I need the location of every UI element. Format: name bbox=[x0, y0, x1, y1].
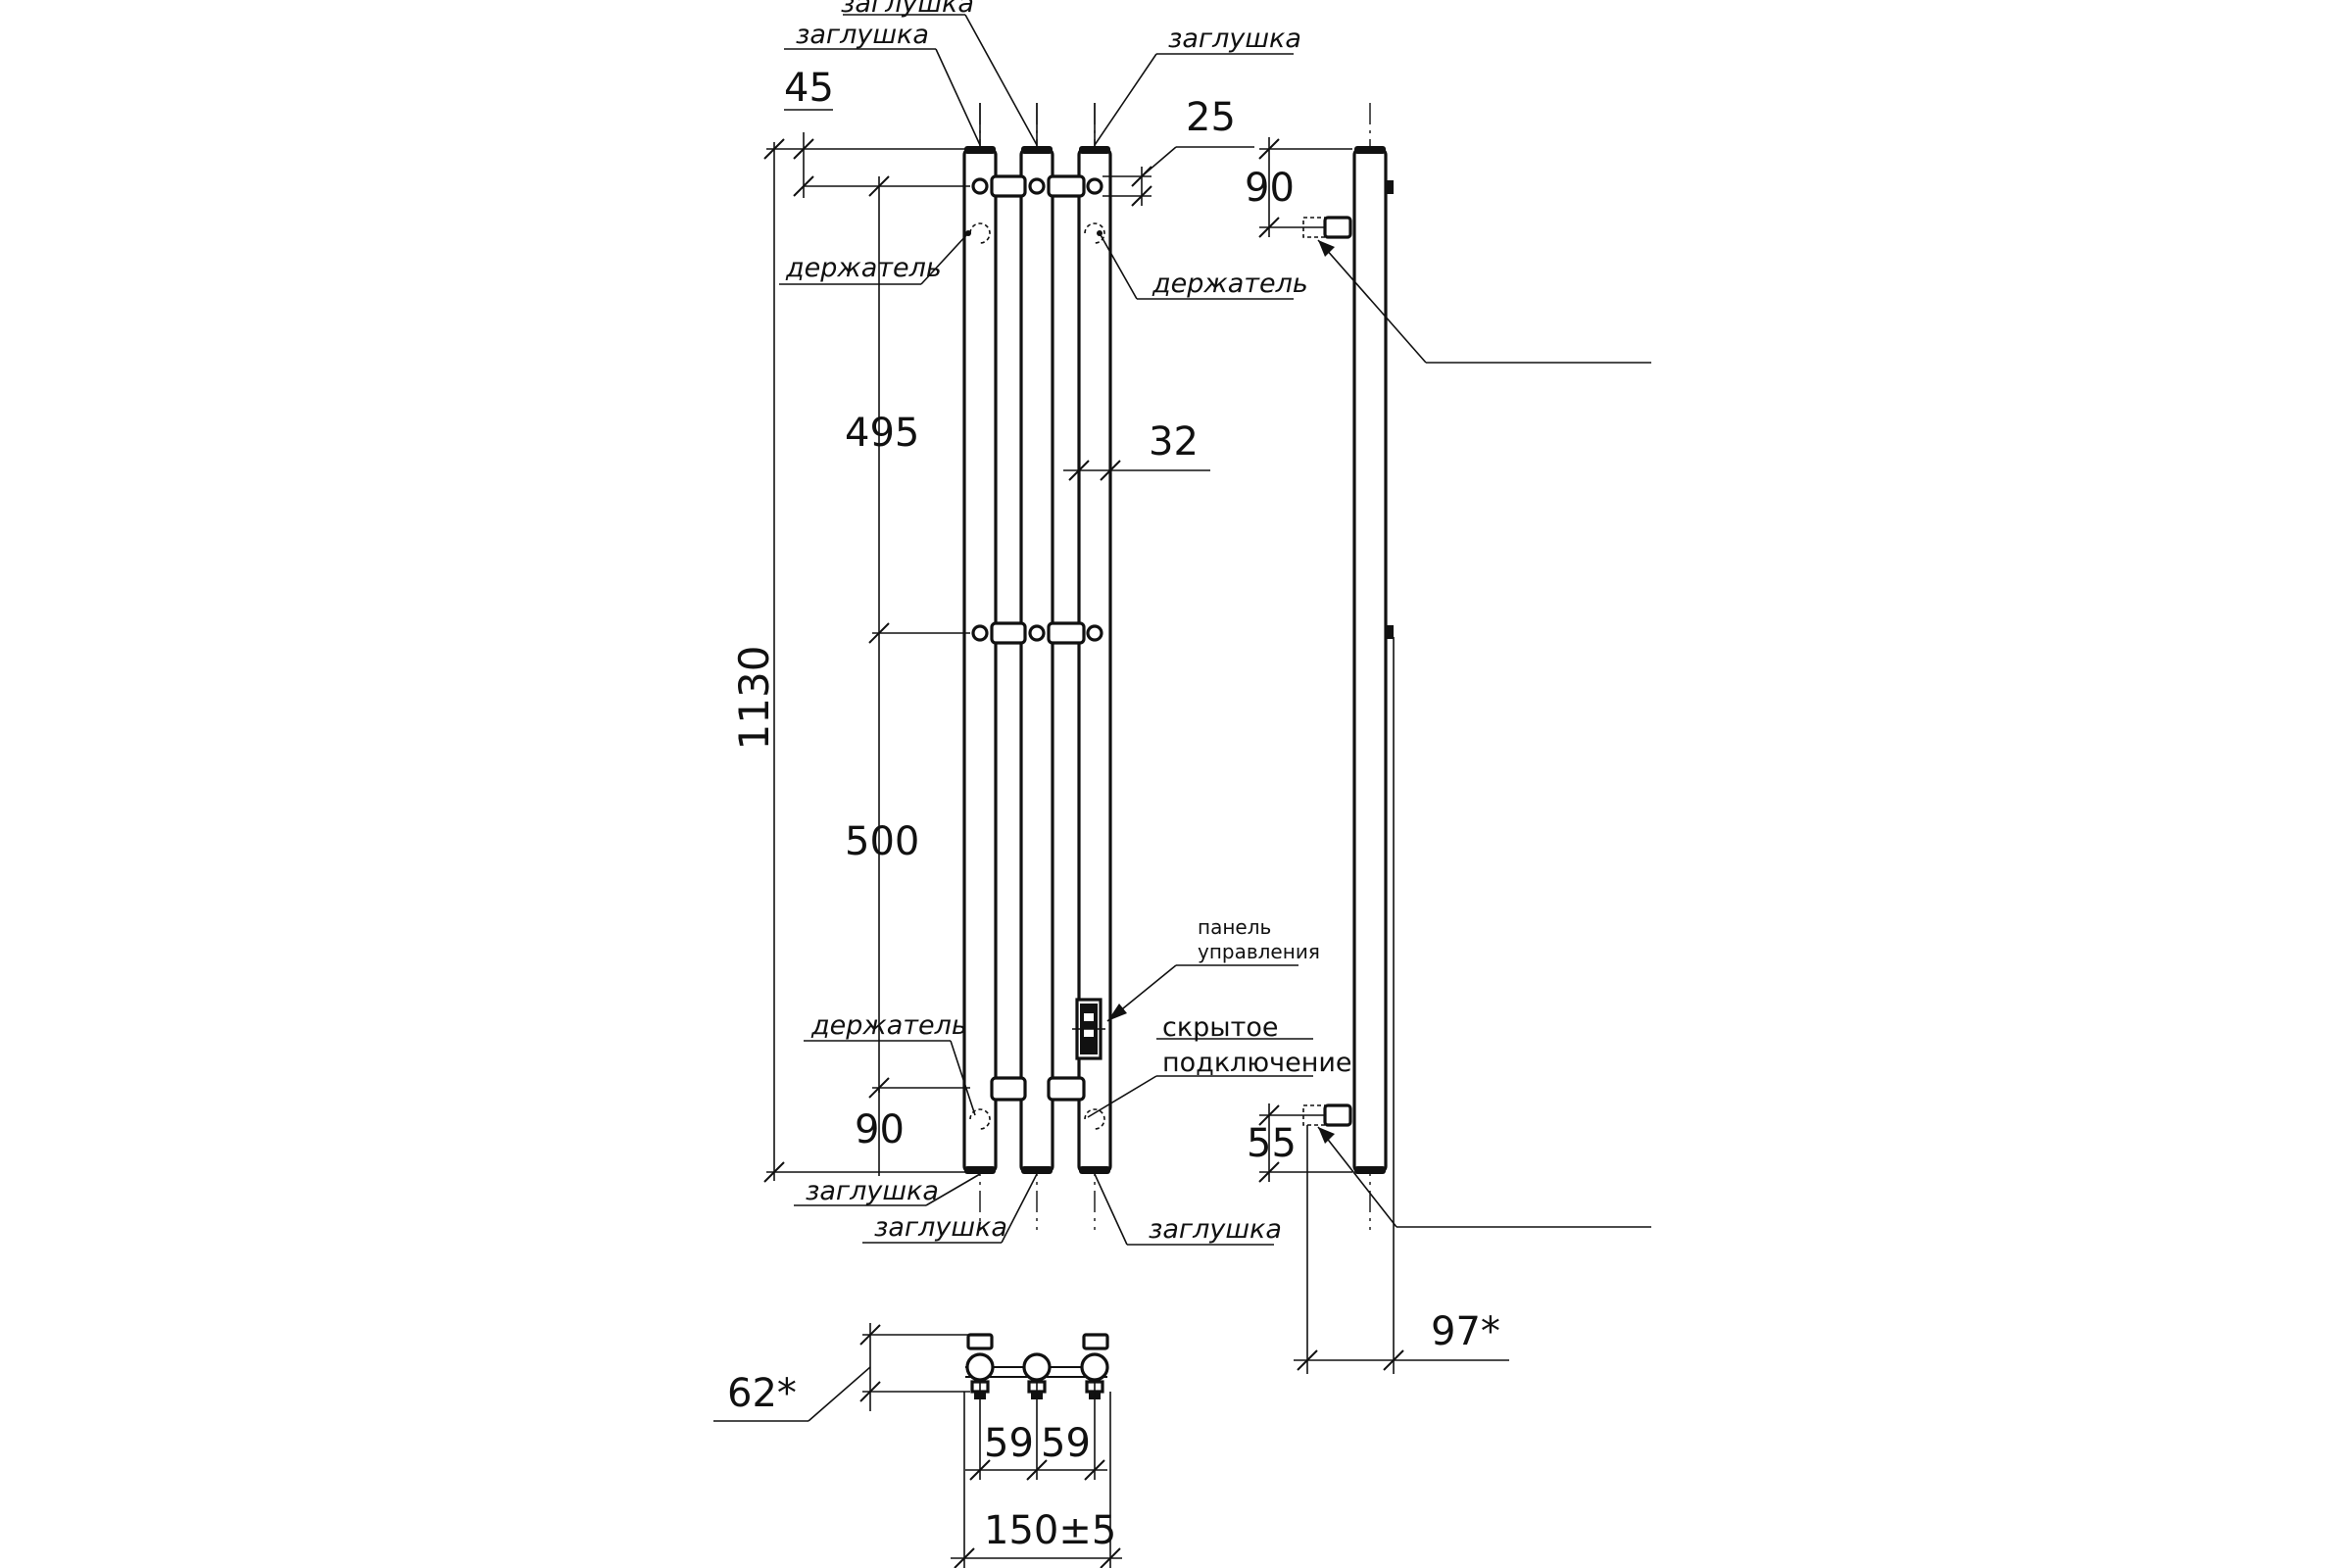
dim-90-front: 90 bbox=[855, 1107, 905, 1152]
label-holder-top-right: держатель bbox=[1152, 269, 1308, 299]
dim-55: 55 bbox=[1247, 1121, 1297, 1166]
label-cap-bottom-right: заглушка bbox=[1149, 1214, 1282, 1245]
dim-59-left: 59 bbox=[984, 1421, 1034, 1466]
top-view: 62* 59 59 150±5 bbox=[713, 1323, 1122, 1568]
dim-495: 495 bbox=[845, 411, 919, 456]
front-view: 1130 45 495 500 90 25 32 bbox=[730, 0, 1352, 1246]
dim-1130: 1130 bbox=[730, 646, 778, 751]
label-cap-top-left: заглушка bbox=[796, 20, 929, 50]
label-cap-top-right: заглушка bbox=[1168, 24, 1301, 54]
dim-59-right: 59 bbox=[1041, 1421, 1091, 1466]
dim-97: 97* bbox=[1431, 1309, 1500, 1354]
dim-25: 25 bbox=[1186, 95, 1236, 140]
label-panel-line2: управления bbox=[1198, 940, 1320, 963]
pipe-left bbox=[962, 147, 998, 1174]
label-cap-top-middle: заглушка bbox=[841, 0, 974, 19]
dim-32: 32 bbox=[1149, 419, 1199, 465]
side-pipe bbox=[1352, 147, 1388, 1174]
control-panel bbox=[1072, 998, 1105, 1060]
label-holder-top-left: держатель bbox=[785, 253, 942, 283]
label-hidden-line1: скрытое bbox=[1162, 1012, 1278, 1043]
label-cap-bottom-left: заглушка bbox=[806, 1176, 939, 1206]
label-hidden-line2: подключение bbox=[1162, 1048, 1352, 1078]
dim-150: 150±5 bbox=[984, 1508, 1116, 1553]
dim-45: 45 bbox=[784, 66, 834, 111]
coupling-top bbox=[971, 174, 1103, 198]
label-holder-bottom-left: держатель bbox=[810, 1010, 967, 1041]
label-cap-bottom-middle: заглушка bbox=[874, 1212, 1007, 1243]
dim-90-side: 90 bbox=[1245, 166, 1295, 211]
side-view: 90 55 97* bbox=[1245, 103, 1651, 1374]
label-panel-line1: панель bbox=[1198, 915, 1271, 939]
pipe-middle bbox=[1019, 147, 1054, 1174]
coupling-middle bbox=[971, 621, 1103, 645]
dim-62: 62* bbox=[727, 1371, 797, 1416]
coupling-bottom bbox=[990, 1076, 1086, 1102]
dim-500: 500 bbox=[845, 819, 919, 864]
